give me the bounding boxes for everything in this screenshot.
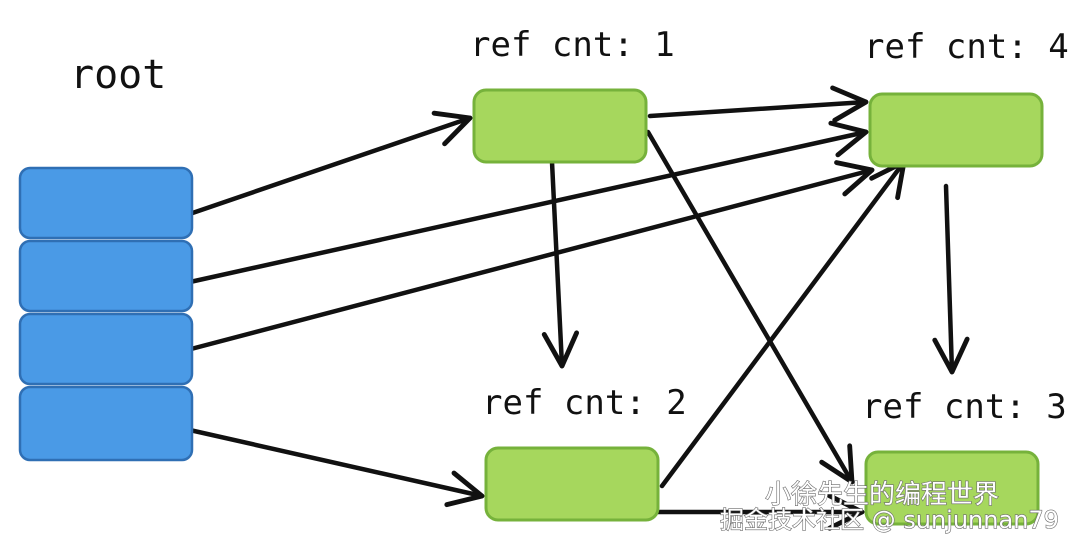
object-ref-count-label: ref cnt: 1 <box>470 25 675 65</box>
root-slot-2 <box>18 239 194 313</box>
reference-arrow-obj-top-left-to-obj-top-right <box>647 85 869 123</box>
object-ref-count-label: ref cnt: 2 <box>482 383 687 423</box>
object-ref-count-label: ref cnt: 4 <box>864 27 1069 67</box>
heap-object-node <box>472 88 648 164</box>
root-slot-1 <box>18 166 194 240</box>
reference-arrow-obj-bottom-left-to-obj-top-right <box>659 159 907 489</box>
reference-arrow-slot-1-to-obj-top-left <box>169 110 473 223</box>
heap-object-node <box>484 446 660 522</box>
watermark: 小徐先生的编程世界 掘金技术社区 @ sunjunnan79 <box>719 479 1059 534</box>
root-slot-4 <box>18 385 194 462</box>
heap-object-node <box>864 450 1040 526</box>
reference-arrow-slot-2-to-obj-top-right <box>169 120 869 289</box>
object-ref-count-label: ref cnt: 3 <box>862 387 1067 427</box>
reference-arrow-slot-3-to-obj-top-right <box>169 160 875 357</box>
reference-arrow-obj-top-left-to-obj-bottom-right <box>645 129 855 485</box>
reference-arrows <box>169 85 970 531</box>
reference-arrow-obj-top-left-to-obj-bottom-left <box>541 159 580 369</box>
root-stack <box>18 166 194 462</box>
watermark-line-2: 掘金技术社区 @ sunjunnan79 <box>720 506 1059 534</box>
root-label: root <box>70 52 166 98</box>
heap-object-node <box>868 92 1044 168</box>
watermark-line-1: 小徐先生的编程世界 <box>765 480 999 510</box>
reference-arrow-obj-top-right-to-obj-bottom-right <box>932 183 970 375</box>
reference-arrow-slot-4-to-obj-bottom-left <box>169 423 485 508</box>
root-slot-3 <box>18 312 194 386</box>
